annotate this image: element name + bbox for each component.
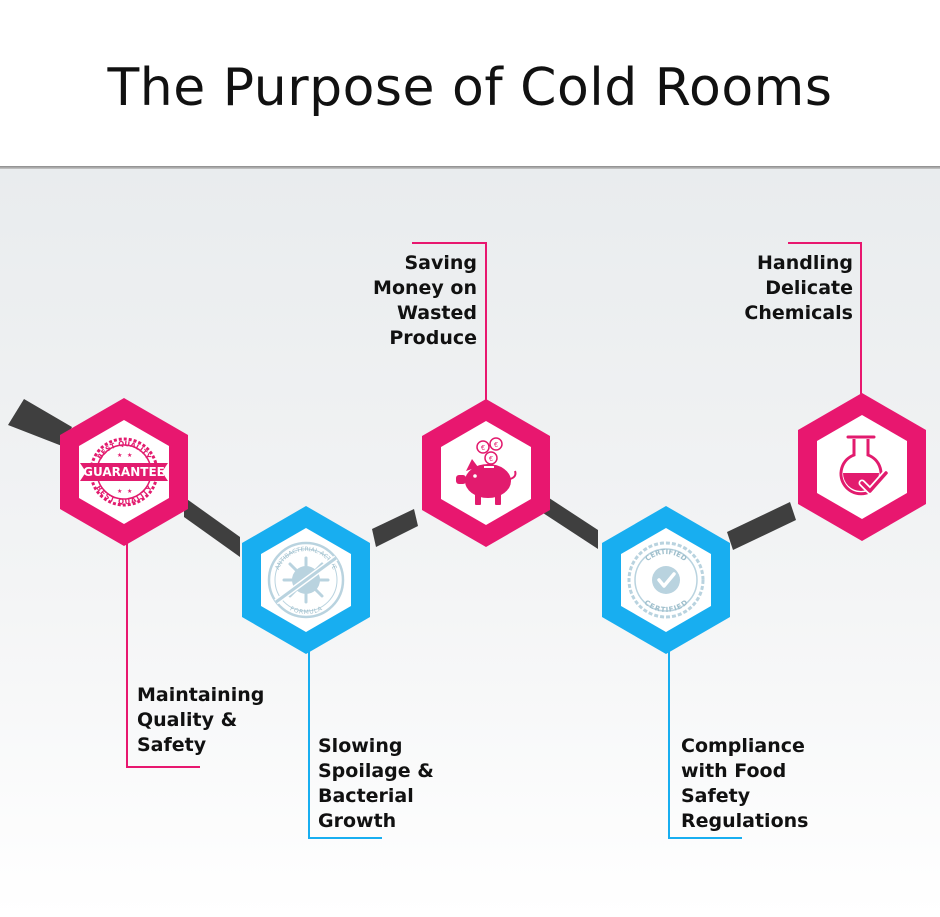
divider [0,166,940,169]
svg-text:★: ★ [117,488,122,495]
page-title: The Purpose of Cold Rooms [107,58,833,118]
badge-text-main-1: GUARANTEE [83,465,165,479]
leader-line-5 [788,242,862,394]
step-hexagon-5 [798,393,926,541]
leader-line-1 [126,540,200,768]
connector-start [8,399,72,446]
svg-text:★: ★ [127,452,132,459]
guarantee-badge-icon: BEST QUALITY BEST QUALITY GUARANTEE ★ ★ … [80,437,168,507]
svg-text:★: ★ [117,452,122,459]
step-hexagon-3: € € € [422,399,550,547]
step-label-5: Handling Delicate Chemicals [744,252,853,324]
connector-4-5 [727,502,796,550]
step-hexagon-2: ANTIBACTERIAL ACTIVE FORMULA [242,506,370,654]
connectors [8,399,796,557]
piggy-bank-coins-icon: € € € [456,437,517,505]
svg-text:€: € [481,445,485,452]
connector-3-4 [543,494,598,549]
step-label-4: Compliance with Food Safety Regulations [681,735,809,832]
svg-text:★: ★ [127,488,132,495]
title-area: The Purpose of Cold Rooms [0,0,940,168]
step-label-3: Saving Money on Wasted Produce [373,252,477,349]
leader-line-2 [308,650,382,839]
leader-line-4 [668,650,742,839]
certified-badge-icon: CERTIFIED CERTIFIED [627,541,705,619]
svg-text:€: € [489,456,493,463]
leader-line-3 [412,242,487,402]
connector-2-3 [372,509,418,547]
leader-lines [126,242,862,839]
step-hexagon-1: BEST QUALITY BEST QUALITY GUARANTEE ★ ★ … [60,398,188,546]
svg-text:€: € [494,442,498,449]
svg-text:FORMULA: FORMULA [289,605,324,616]
chemical-flask-check-icon [839,435,890,496]
step-label-1: Maintaining Quality & Safety [137,684,265,756]
antibacterial-formula-icon: ANTIBACTERIAL ACTIVE FORMULA [267,541,345,619]
badge-text-bottom-2: FORMULA [289,605,324,616]
step-hexagon-4: CERTIFIED CERTIFIED [602,506,730,654]
step-label-2: Slowing Spoilage & Bacterial Growth [318,735,434,832]
connector-1-2 [184,497,240,557]
diagram-panel [0,169,940,917]
